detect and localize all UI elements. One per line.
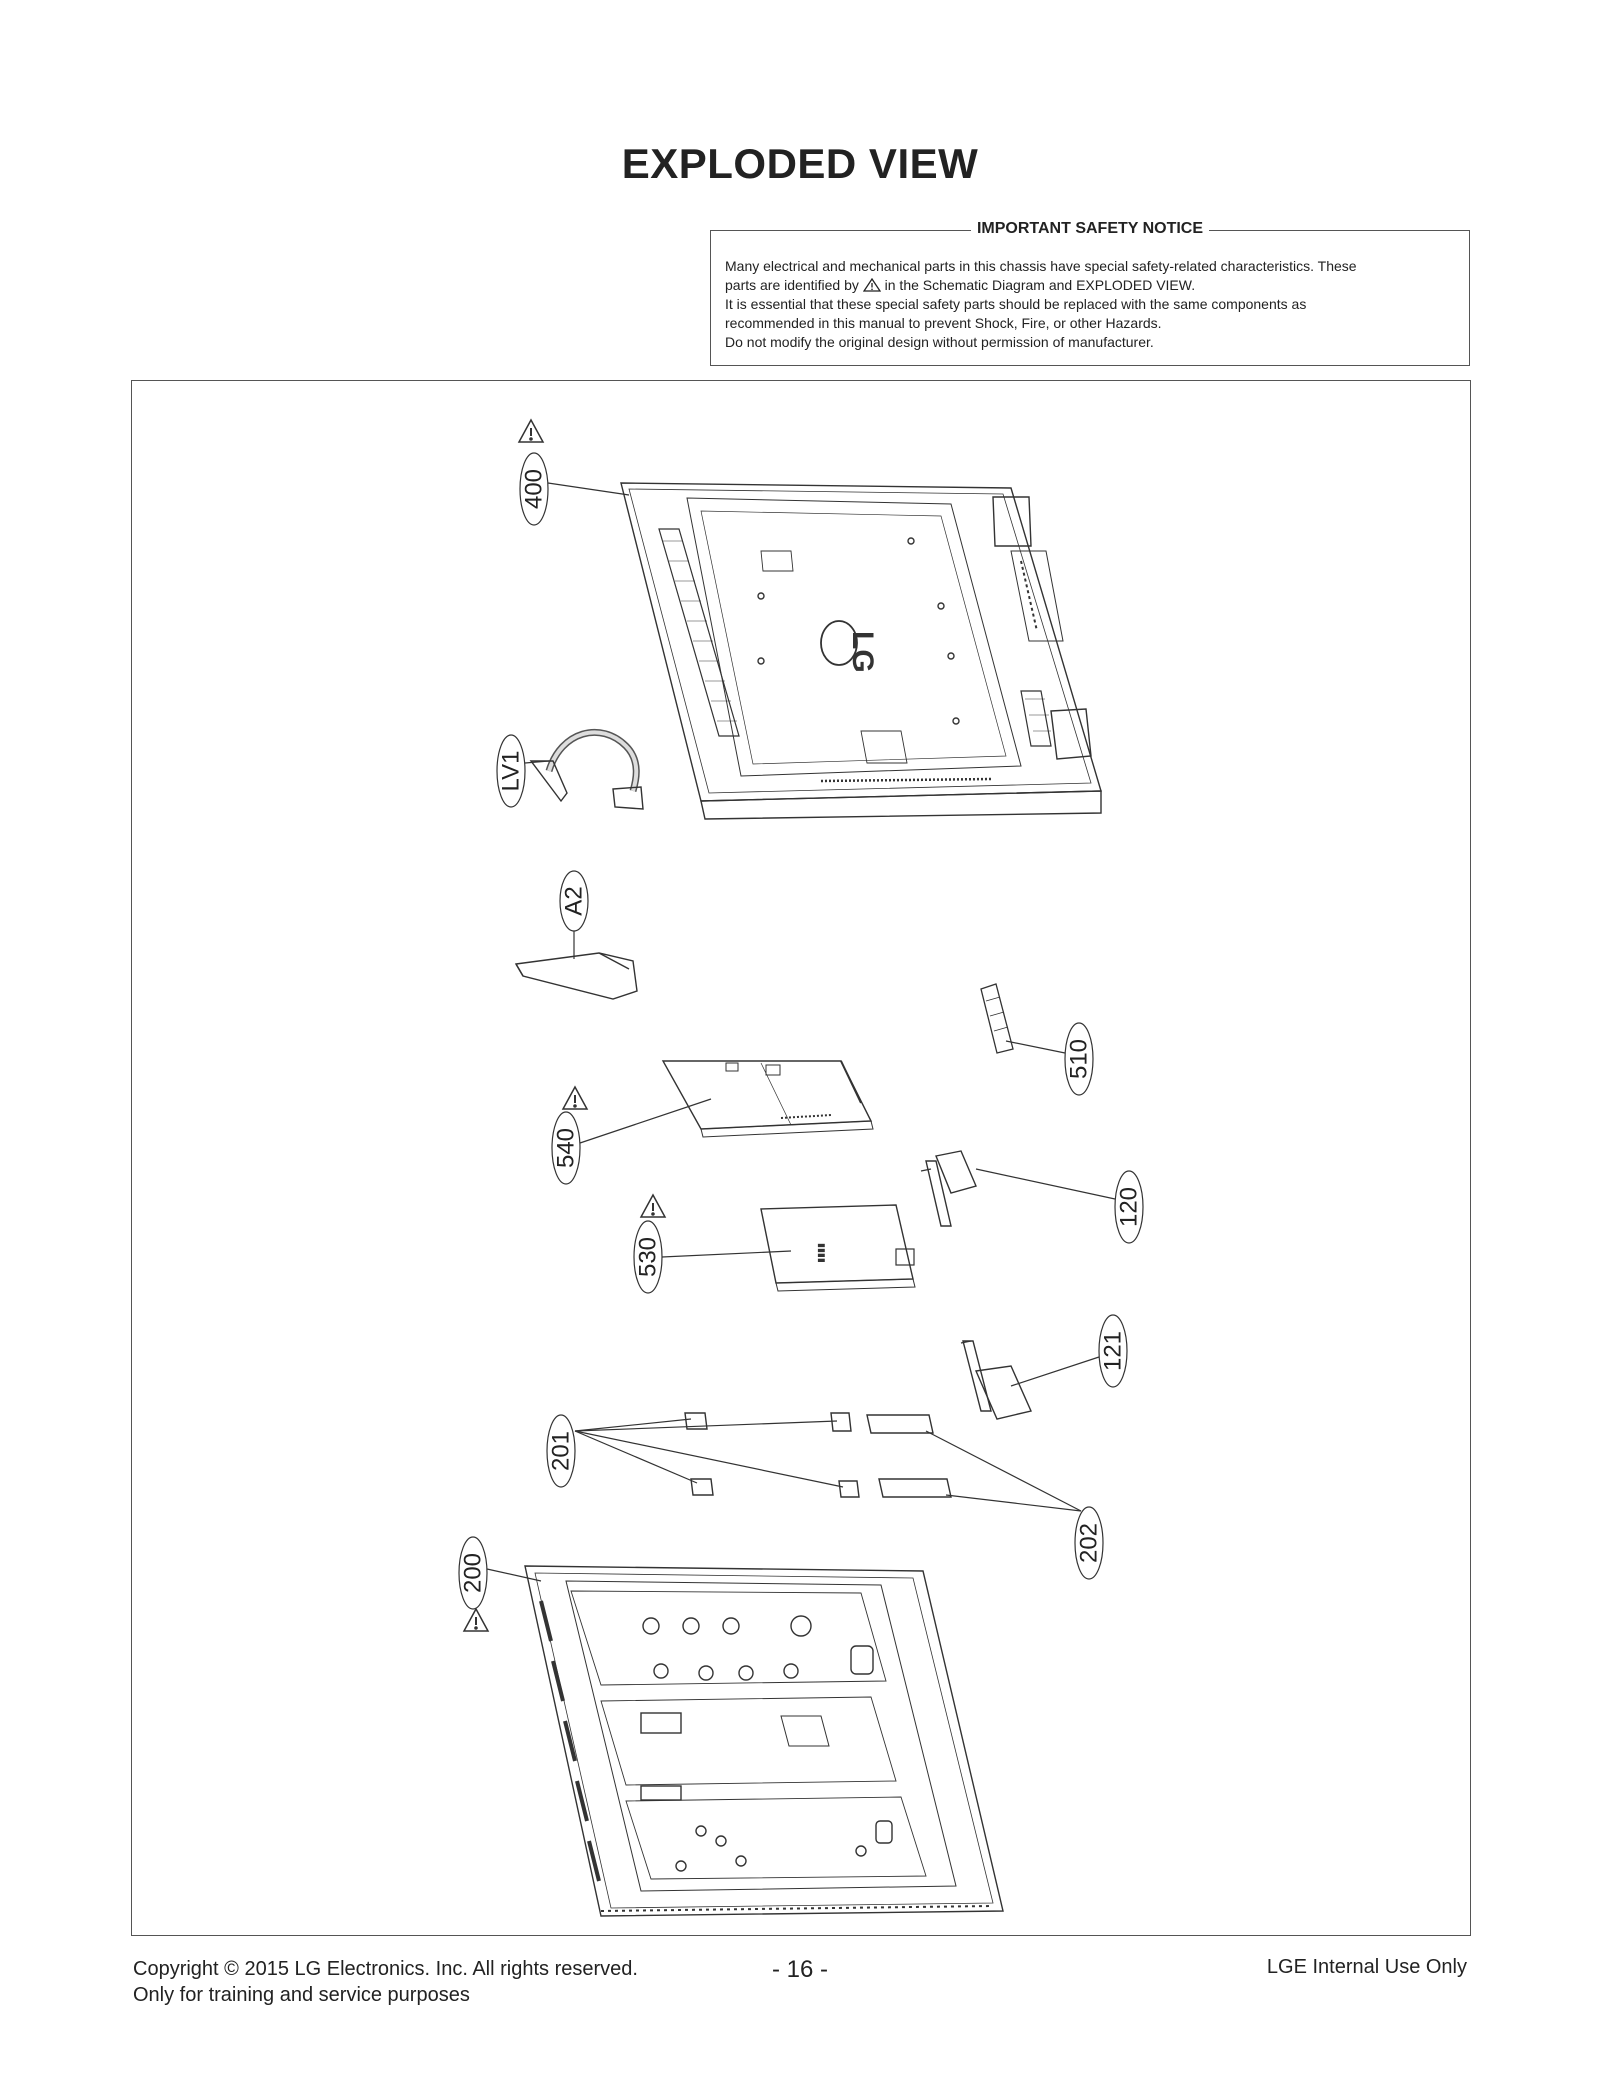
safety-warning-icon: [640, 1194, 666, 1218]
notice-line-2-post: in the Schematic Diagram and EXPLODED VI…: [884, 277, 1196, 293]
internal-use-label: LGE Internal Use Only: [1266, 1956, 1467, 1978]
callout-lv1-label: LV1: [498, 751, 525, 792]
safety-warning-icon: [518, 419, 544, 443]
notice-line-2: parts are identified by in the Schematic…: [725, 276, 1455, 295]
callout-120: 120: [975, 1168, 1144, 1244]
callout-200-label: 200: [460, 1553, 487, 1593]
safety-warning-icon: [463, 1608, 489, 1632]
power-supply-part: ▮▮▮▮: [760, 1204, 916, 1292]
callout-400: 400: [518, 419, 630, 526]
warning-triangle-icon: [862, 278, 881, 292]
svg-text:▮▮▮▮: ▮▮▮▮: [817, 1243, 827, 1263]
notice-line-2-pre: parts are identified by: [725, 277, 859, 293]
callout-a2-label: A2: [561, 886, 588, 915]
safety-notice-header: IMPORTANT SAFETY NOTICE: [711, 220, 1469, 238]
footer-left: Copyright © 2015 LG Electronics. Inc. Al…: [133, 1956, 638, 2008]
safety-notice-box: IMPORTANT SAFETY NOTICE Many electrical …: [710, 220, 1470, 366]
exploded-view-drawing: LG: [458, 419, 1144, 1917]
purpose-text: Only for training and service purposes: [133, 1984, 470, 2006]
stand-bracket-121-part: [960, 1340, 1032, 1420]
safety-notice-title: IMPORTANT SAFETY NOTICE: [970, 220, 1210, 237]
copyright-text: Copyright © 2015 LG Electronics. Inc. Al…: [133, 1958, 638, 1980]
callout-540-label: 540: [553, 1128, 580, 1168]
callout-510-label: 510: [1066, 1039, 1093, 1079]
lvds-cable-part: [529, 728, 644, 810]
callout-202: 202: [925, 1430, 1104, 1580]
callout-540: 540: [551, 1086, 712, 1185]
notice-line-4: recommended in this manual to prevent Sh…: [725, 315, 1162, 331]
callout-120-label: 120: [1116, 1187, 1143, 1227]
button-board-part: [980, 983, 1014, 1054]
callout-201-label: 201: [548, 1431, 575, 1471]
stand-bracket-120-part: [920, 1150, 977, 1227]
small-brackets-part: [684, 1412, 952, 1498]
callout-200: 200: [458, 1536, 542, 1632]
main-board-part: [661, 1060, 874, 1138]
callout-a2: A2: [559, 870, 589, 959]
callout-201: 201: [546, 1414, 844, 1488]
callout-121: 121: [1010, 1314, 1128, 1388]
callout-530: 530: [633, 1194, 792, 1294]
safety-notice-body: Many electrical and mechanical parts in …: [725, 257, 1455, 352]
callout-530-label: 530: [635, 1237, 662, 1277]
page-number: - 16 -: [771, 1956, 828, 1983]
callout-202-label: 202: [1076, 1523, 1103, 1563]
callout-lv1: LV1: [496, 734, 550, 808]
callout-510: 510: [1005, 1022, 1094, 1096]
exploded-view-diagram: LG: [131, 380, 1471, 1936]
notice-line-5: Do not modify the original design withou…: [725, 334, 1154, 350]
notice-line-3: It is essential that these special safet…: [725, 296, 1307, 312]
notice-line-1: Many electrical and mechanical parts in …: [725, 258, 1357, 274]
safety-warning-icon: [562, 1086, 588, 1110]
panel-module-part: [524, 1565, 1004, 1917]
speaker-part: [514, 952, 638, 1000]
page-title: EXPLODED VIEW: [621, 140, 979, 187]
callout-121-label: 121: [1100, 1331, 1127, 1371]
lg-logo-text: LG: [846, 631, 879, 673]
callout-400-label: 400: [521, 469, 548, 509]
back-cover-part: LG: [620, 482, 1102, 820]
